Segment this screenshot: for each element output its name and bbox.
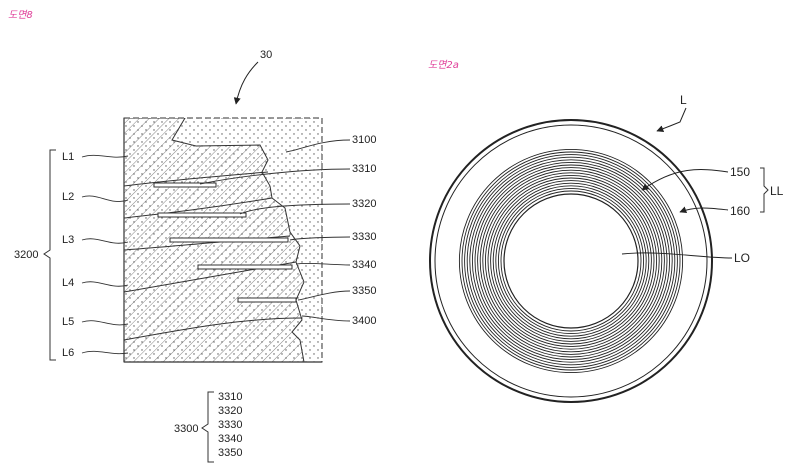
groove-ring <box>490 180 652 342</box>
group-label-3300: 3300 <box>174 423 198 435</box>
groove-ring <box>464 154 678 368</box>
groove-ring <box>492 182 650 340</box>
layer-label-L1: L1 <box>62 151 74 163</box>
figure-2a-title: 도면2a <box>428 60 459 71</box>
label-3100: 3100 <box>352 134 376 146</box>
cross-section-figure: 30 L1 L2 L3 L4 L5 L6 3200 3100 3310 3320… <box>14 49 376 463</box>
label-L: L <box>680 93 687 107</box>
layer-label-L2: L2 <box>62 191 74 203</box>
bottom-item-3320: 3320 <box>218 405 242 417</box>
film-3340 <box>197 264 293 270</box>
group-label-3200: 3200 <box>14 249 38 261</box>
groove-ring <box>466 156 676 366</box>
label-3320: 3320 <box>352 198 376 210</box>
label-150: 150 <box>730 165 750 179</box>
groove-ring <box>479 169 663 353</box>
bottom-item-3340: 3340 <box>218 433 242 445</box>
groove-ring <box>469 159 673 363</box>
groove-ring <box>474 164 668 358</box>
bottom-item-3330: 3330 <box>218 419 242 431</box>
film-3330 <box>169 237 289 243</box>
groove-ring <box>487 177 655 345</box>
groove-ring <box>458 148 684 374</box>
groove-ring <box>482 172 660 350</box>
film-3350 <box>237 297 297 303</box>
outer-ring <box>429 119 713 403</box>
layer-label-L3: L3 <box>62 234 74 246</box>
groove-ring <box>500 190 642 332</box>
groove-ring <box>477 167 665 355</box>
groove-ring <box>471 161 671 361</box>
label-30: 30 <box>260 49 272 61</box>
label-3330: 3330 <box>352 231 376 243</box>
inner-opening <box>503 193 639 329</box>
film-3310 <box>153 182 217 188</box>
figure-8-title: 도면8 <box>8 10 33 21</box>
groove-ring <box>484 174 658 348</box>
concentric-lens-figure: L 150 160 LL LO <box>429 93 784 403</box>
label-3350: 3350 <box>352 285 376 297</box>
bottom-item-3310: 3310 <box>218 391 242 403</box>
label-LO: LO <box>734 251 750 265</box>
groove-ring <box>461 151 681 371</box>
layer-label-L6: L6 <box>62 347 74 359</box>
label-160: 160 <box>730 204 750 218</box>
label-3340: 3340 <box>352 259 376 271</box>
layer-label-L5: L5 <box>62 316 74 328</box>
label-3310: 3310 <box>352 163 376 175</box>
bottom-item-3350: 3350 <box>218 447 242 459</box>
label-LL: LL <box>770 184 784 198</box>
layer-label-L4: L4 <box>62 277 74 289</box>
inner-ring-grooves <box>458 148 684 374</box>
groove-ring <box>497 187 645 335</box>
groove-ring <box>495 185 647 337</box>
label-3400: 3400 <box>352 315 376 327</box>
film-3320 <box>157 212 247 218</box>
